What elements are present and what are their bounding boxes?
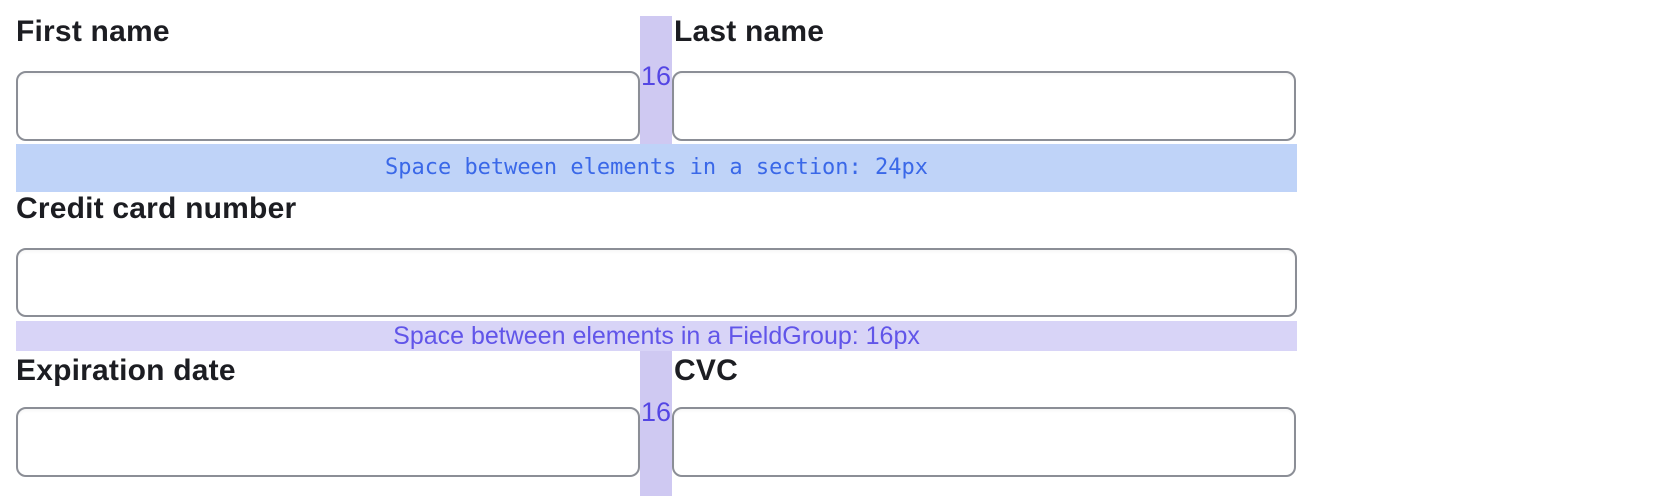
column-gap-value-top: 16 bbox=[640, 61, 672, 91]
card-number-input[interactable] bbox=[16, 248, 1297, 317]
first-name-label: First name bbox=[16, 15, 170, 48]
column-gap-highlight-bottom bbox=[640, 351, 672, 496]
section-spacing-band: Space between elements in a section: 24p… bbox=[16, 144, 1297, 192]
last-name-label: Last name bbox=[674, 15, 825, 48]
last-name-input[interactable] bbox=[672, 71, 1296, 141]
card-number-label: Credit card number bbox=[16, 192, 297, 225]
cvc-label: CVC bbox=[674, 354, 738, 387]
expiration-date-label: Expiration date bbox=[16, 354, 236, 387]
fieldgroup-spacing-band: Space between elements in a FieldGroup: … bbox=[16, 321, 1297, 351]
first-name-input[interactable] bbox=[16, 71, 640, 141]
cvc-input[interactable] bbox=[672, 407, 1296, 477]
column-gap-highlight-top bbox=[640, 16, 672, 144]
column-gap-value-bottom: 16 bbox=[640, 397, 672, 427]
expiration-date-input[interactable] bbox=[16, 407, 640, 477]
